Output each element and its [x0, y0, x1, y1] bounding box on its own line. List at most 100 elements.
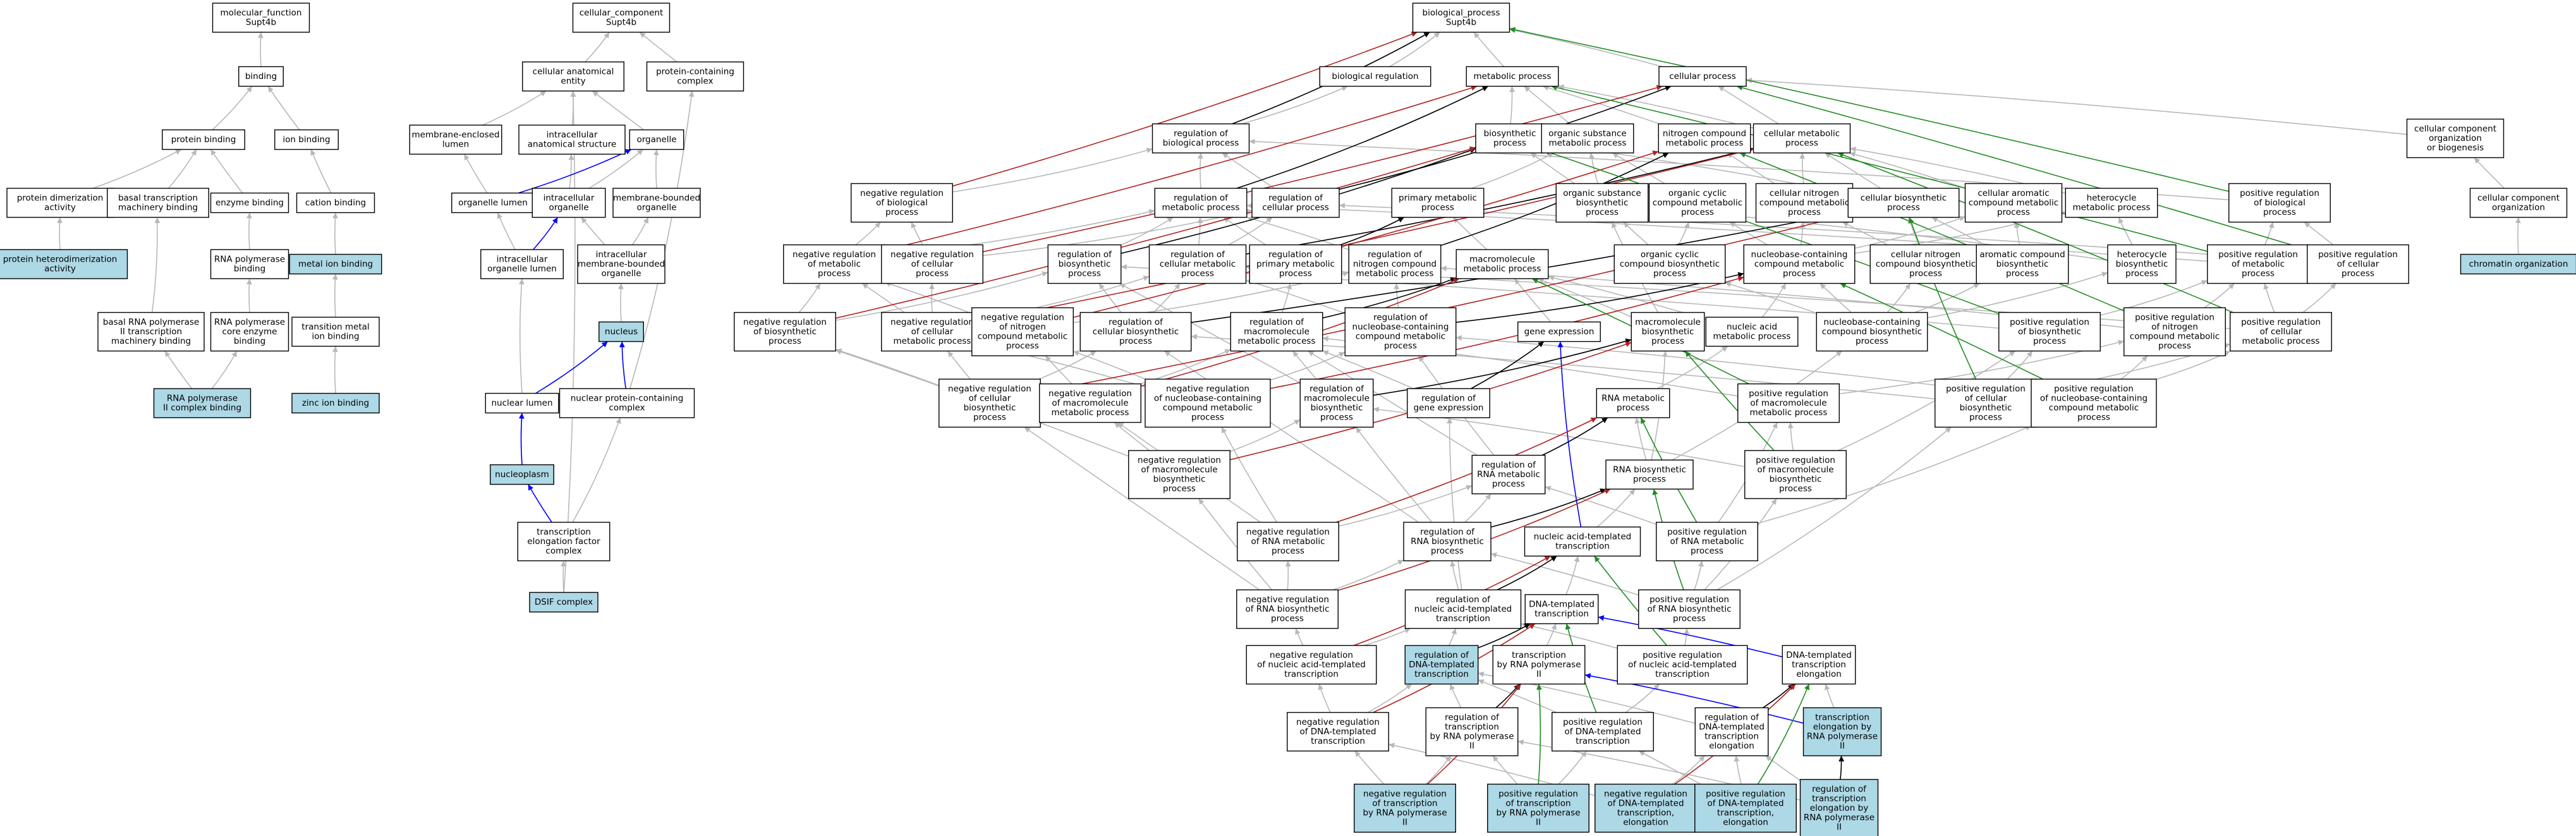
go-term-node[interactable]: regulation ofmacromoleculebiosyntheticpr…: [1299, 379, 1374, 428]
go-term-node[interactable]: regulation ofnucleobase-containingcompou…: [1344, 307, 1457, 356]
go-term-node[interactable]: DSIF complex: [529, 591, 598, 613]
go-term-node[interactable]: ion binding: [274, 129, 339, 150]
go-term-node[interactable]: cation binding: [296, 192, 375, 214]
go-term-node[interactable]: protein binding: [162, 129, 245, 150]
go-term-node[interactable]: nucleoplasm: [490, 464, 554, 485]
go-term-node[interactable]: chromatin organization: [2460, 253, 2576, 275]
go-term-node[interactable]: cellular process: [1658, 66, 1747, 87]
go-term-node[interactable]: gene expression: [1517, 321, 1601, 342]
go-term-node[interactable]: enzyme binding: [210, 192, 289, 214]
go-term-node[interactable]: organelle lumen: [451, 192, 535, 214]
go-term-node[interactable]: organelle: [629, 129, 684, 150]
go-term-node[interactable]: nucleus: [598, 321, 644, 342]
go-term-node[interactable]: binding: [238, 66, 284, 87]
go-term-node[interactable]: metal ion binding: [289, 253, 382, 275]
go-term-node[interactable]: biological regulation: [1319, 66, 1431, 87]
